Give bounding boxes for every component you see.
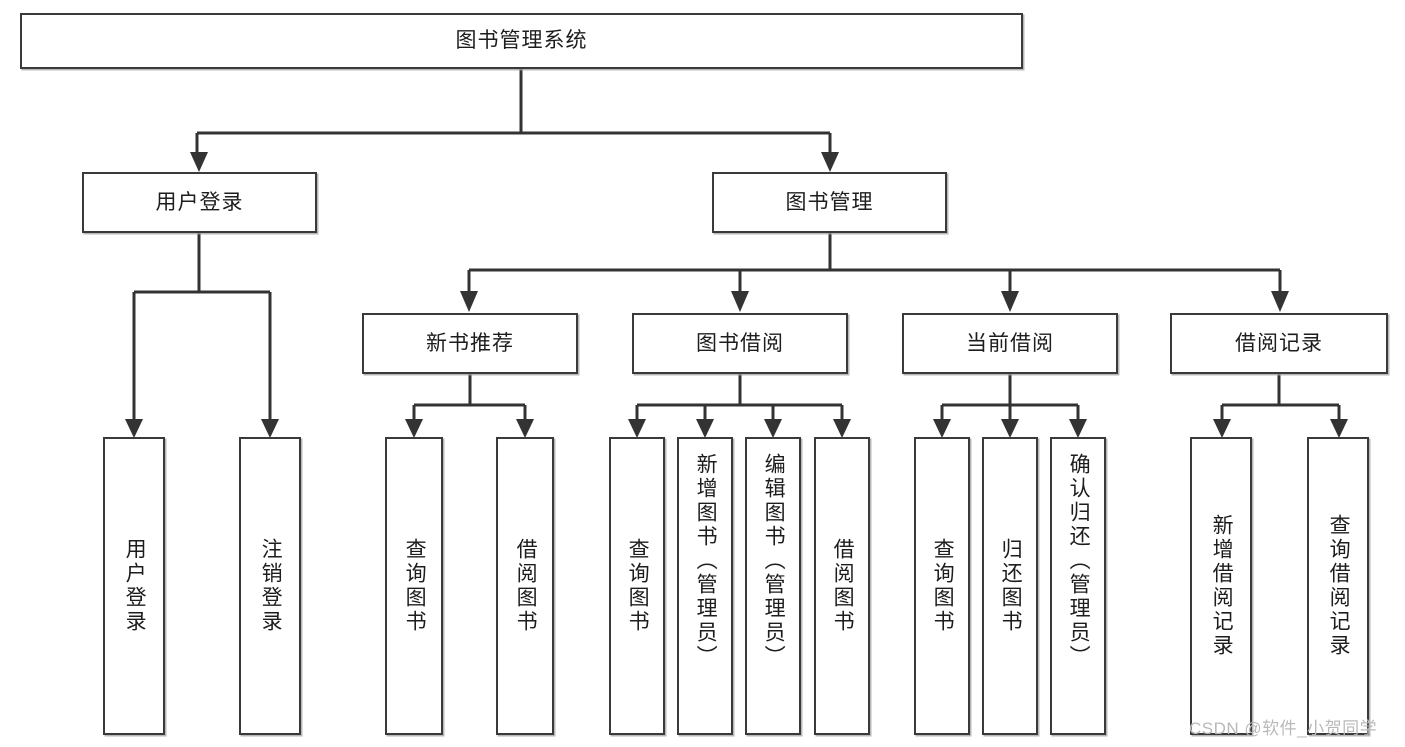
node-label: 图书借阅 — [696, 331, 784, 355]
arrowhead-book-mgmt — [821, 152, 839, 172]
node-label: 图书管理系统 — [455, 29, 588, 53]
arrowhead-leaf-book-borrow-4 — [833, 419, 851, 438]
arrowhead-leaf-current-borrow-1 — [933, 419, 951, 438]
arrowhead-borrow-record — [1271, 291, 1289, 312]
arrowhead-leaf-user-login-2 — [261, 419, 279, 438]
node-label: 用户登录 — [123, 538, 147, 634]
leaf-query-book-recommend[interactable]: 查询图书 — [385, 437, 443, 735]
node-root-system[interactable]: 图书管理系统 — [20, 13, 1023, 69]
node-new-book-recommend[interactable]: 新书推荐 — [362, 313, 578, 374]
node-label: 查询图书 — [931, 538, 955, 634]
node-label: 确认归还（管理员） — [1067, 453, 1091, 669]
node-label: 查询借阅记录 — [1327, 514, 1351, 658]
arrowhead-leaf-user-login-1 — [125, 419, 143, 438]
arrowhead-leaf-current-borrow-2 — [1001, 419, 1019, 438]
node-current-borrow[interactable]: 当前借阅 — [902, 313, 1118, 374]
node-label: 查询图书 — [403, 538, 427, 634]
node-label: 新增图书（管理员） — [694, 453, 718, 669]
leaf-confirm-return-admin[interactable]: 确认归还（管理员） — [1050, 437, 1106, 735]
node-label: 编辑图书（管理员） — [762, 453, 786, 669]
leaf-borrow-book-recommend[interactable]: 借阅图书 — [496, 437, 554, 735]
node-label: 借阅图书 — [831, 538, 855, 634]
leaf-user-login[interactable]: 用户登录 — [103, 437, 165, 735]
arrowhead-leaf-borrow-record-1 — [1213, 419, 1231, 438]
arrowhead-new-book — [460, 291, 478, 312]
arrowhead-leaf-borrow-record-2 — [1330, 419, 1348, 438]
leaf-add-book-admin[interactable]: 新增图书（管理员） — [677, 437, 733, 735]
leaf-borrow-book[interactable]: 借阅图书 — [814, 437, 870, 735]
node-label: 归还图书 — [999, 538, 1023, 634]
node-borrow-record[interactable]: 借阅记录 — [1170, 313, 1388, 374]
arrowhead-leaf-book-borrow-2 — [696, 419, 714, 438]
arrowhead-leaf-new-book-2 — [516, 419, 534, 438]
arrowhead-user-login — [190, 152, 208, 172]
watermark-text: CSDN @软件_小贺同学 — [1189, 719, 1378, 738]
node-label: 查询图书 — [626, 538, 650, 634]
node-user-login[interactable]: 用户登录 — [82, 172, 317, 233]
node-label: 新书推荐 — [426, 331, 514, 355]
arrowhead-current-borrow — [1001, 291, 1019, 312]
node-label: 借阅记录 — [1235, 331, 1323, 355]
arrowhead-leaf-new-book-1 — [405, 419, 423, 438]
node-book-management[interactable]: 图书管理 — [712, 172, 947, 233]
node-label: 注销登录 — [259, 538, 283, 634]
node-label: 新增借阅记录 — [1210, 514, 1234, 658]
node-book-borrow[interactable]: 图书借阅 — [632, 313, 848, 374]
leaf-logout[interactable]: 注销登录 — [239, 437, 301, 735]
node-label: 用户登录 — [155, 190, 244, 214]
leaf-query-book-borrow[interactable]: 查询图书 — [609, 437, 665, 735]
arrowhead-leaf-current-borrow-3 — [1069, 419, 1087, 438]
arrowhead-leaf-book-borrow-3 — [764, 419, 782, 438]
arrowhead-book-borrow — [731, 291, 749, 312]
leaf-query-book-current[interactable]: 查询图书 — [914, 437, 970, 735]
leaf-edit-book-admin[interactable]: 编辑图书（管理员） — [745, 437, 801, 735]
leaf-query-borrow-record[interactable]: 查询借阅记录 — [1307, 437, 1369, 735]
leaf-add-borrow-record[interactable]: 新增借阅记录 — [1190, 437, 1252, 735]
leaf-return-book[interactable]: 归还图书 — [982, 437, 1038, 735]
arrowhead-leaf-book-borrow-1 — [628, 419, 646, 438]
node-label: 当前借阅 — [966, 331, 1054, 355]
node-label: 借阅图书 — [514, 538, 538, 634]
node-label: 图书管理 — [785, 190, 874, 214]
